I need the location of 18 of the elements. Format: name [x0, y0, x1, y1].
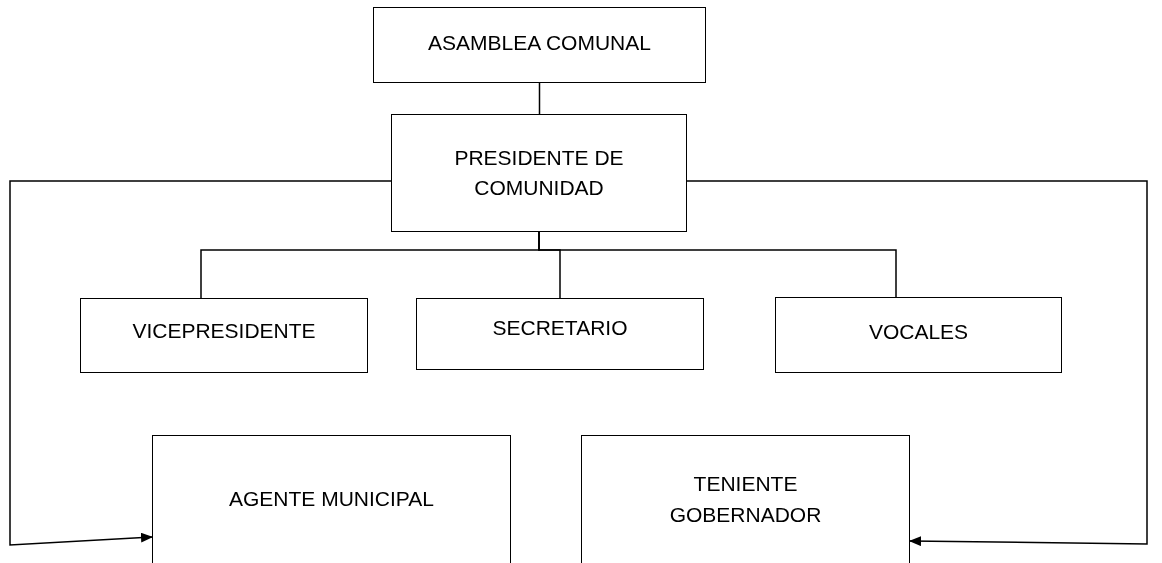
box-label: TENIENTE GOBERNADOR [668, 471, 823, 528]
org-box [775, 297, 1062, 373]
org-box [391, 114, 687, 232]
box-label: SECRETARIO [492, 314, 628, 341]
org-box [581, 435, 910, 563]
connector-line [538, 82, 541, 115]
box-label: VICEPRESIDENTE [132, 318, 316, 345]
org-box [373, 7, 706, 83]
box-label: PRESIDENTE DE COMUNIDAD [453, 144, 625, 201]
box-label: VOCALES [868, 318, 969, 345]
box-label: ASAMBLEA COMUNAL [428, 29, 651, 56]
org-box [80, 298, 368, 373]
connector-line [538, 231, 897, 298]
arrow [9, 180, 392, 546]
org-box [152, 435, 511, 563]
org-box [416, 298, 704, 370]
box-label: AGENTE MUNICIPAL [229, 486, 434, 513]
arrow [686, 180, 1148, 547]
